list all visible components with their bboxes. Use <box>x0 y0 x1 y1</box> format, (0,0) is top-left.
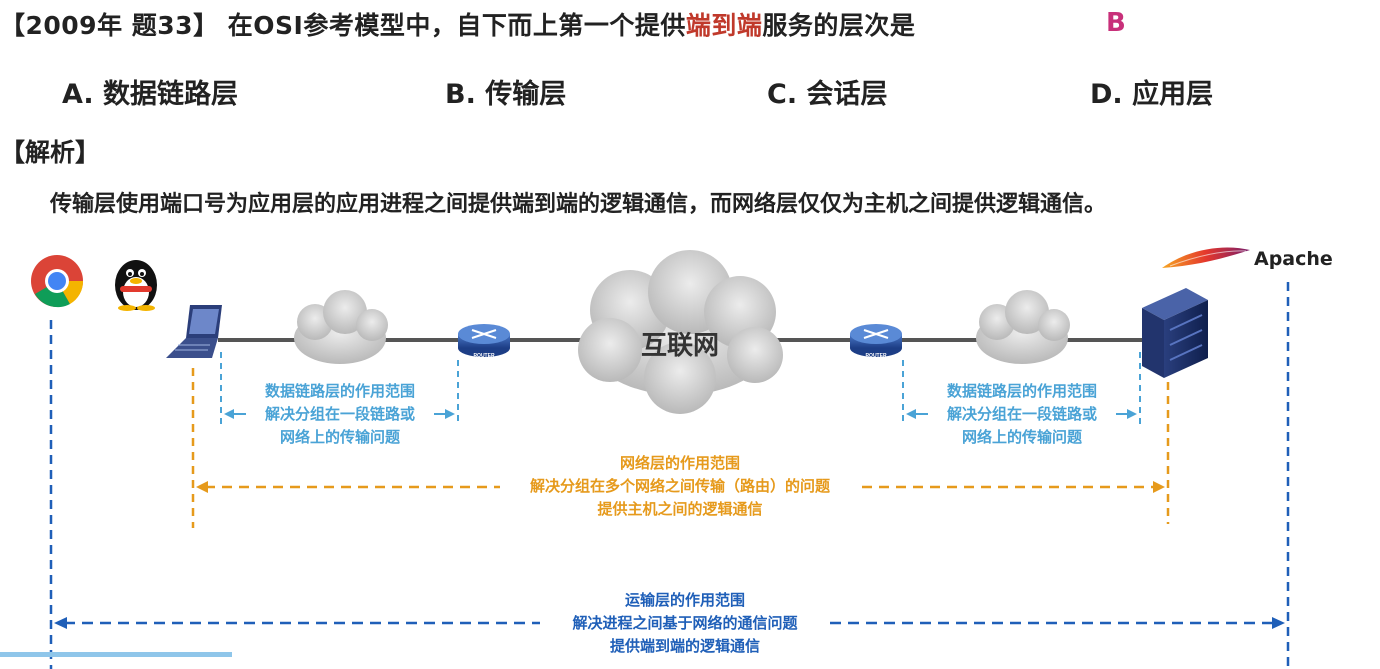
datalink-right-line1: 数据链路层的作用范围 <box>940 380 1103 403</box>
datalink-left-line2: 解决分组在一段链路或 <box>258 403 421 426</box>
answer-mark: B <box>1106 8 1126 38</box>
chrome-icon <box>31 255 84 308</box>
apache-feather-icon <box>1162 247 1250 268</box>
question-prefix: 【2009年 题33】 在OSI参考模型中，自下而上第一个提供 <box>0 11 686 40</box>
transport-line1: 运输层的作用范围 <box>618 589 751 612</box>
datalink-range-right <box>902 352 1141 425</box>
option-d: D. 应用层 <box>1090 79 1214 110</box>
question-suffix: 服务的层次是 <box>762 11 916 40</box>
network-label: 网络层的作用范围 解决分组在多个网络之间传输（路由）的问题 提供主机之间的逻辑通… <box>480 452 880 521</box>
datalink-left-line1: 数据链路层的作用范围 <box>258 380 421 403</box>
router-icon: ROUTER <box>850 324 902 359</box>
cloud-icon <box>976 290 1070 364</box>
datalink-label-left: 数据链路层的作用范围 解决分组在一段链路或 网络上的传输问题 <box>240 380 440 449</box>
internet-cloud-icon <box>578 250 783 414</box>
datalink-range-left <box>220 352 459 425</box>
apache-label: Apache <box>1254 248 1333 270</box>
internet-label: 互联网 <box>641 331 719 361</box>
datalink-left-line3: 网络上的传输问题 <box>273 426 406 449</box>
router-label-left: ROUTER <box>473 353 495 359</box>
option-a: A. 数据链路层 <box>62 79 239 110</box>
transport-range <box>49 282 1290 669</box>
transport-label: 运输层的作用范围 解决进程之间基于网络的通信问题 提供端到端的逻辑通信 <box>520 589 850 658</box>
qq-penguin-icon <box>115 260 157 311</box>
datalink-label-right: 数据链路层的作用范围 解决分组在一段链路或 网络上的传输问题 <box>922 380 1122 449</box>
network-range <box>191 368 1170 528</box>
router-label-right: ROUTER <box>865 353 887 359</box>
question-highlight: 端到端 <box>685 11 763 40</box>
option-b: B. 传输层 <box>445 79 567 110</box>
analysis-text: 传输层使用端口号为应用层的应用进程之间提供端到端的逻辑通信，而网络层仅仅为主机之… <box>50 192 1107 217</box>
network-line3: 提供主机之间的逻辑通信 <box>591 498 769 521</box>
laptop-icon <box>166 305 222 358</box>
transport-line3: 提供端到端的逻辑通信 <box>603 635 766 658</box>
router-icon: ROUTER <box>458 324 510 359</box>
question-title: 【2009年 题33】 在OSI参考模型中，自下而上第一个提供端到端服务的层次是 <box>0 6 915 42</box>
server-icon <box>1142 288 1208 378</box>
network-line1: 网络层的作用范围 <box>613 452 746 475</box>
datalink-right-line2: 解决分组在一段链路或 <box>940 403 1103 426</box>
transport-line2: 解决进程之间基于网络的通信问题 <box>566 612 804 635</box>
progress-strip <box>0 652 232 657</box>
cloud-icon <box>294 290 388 364</box>
analysis-heading: 【解析】 <box>0 138 101 167</box>
option-c: C. 会话层 <box>767 79 888 110</box>
network-line2: 解决分组在多个网络之间传输（路由）的问题 <box>523 475 836 498</box>
datalink-right-line3: 网络上的传输问题 <box>955 426 1088 449</box>
